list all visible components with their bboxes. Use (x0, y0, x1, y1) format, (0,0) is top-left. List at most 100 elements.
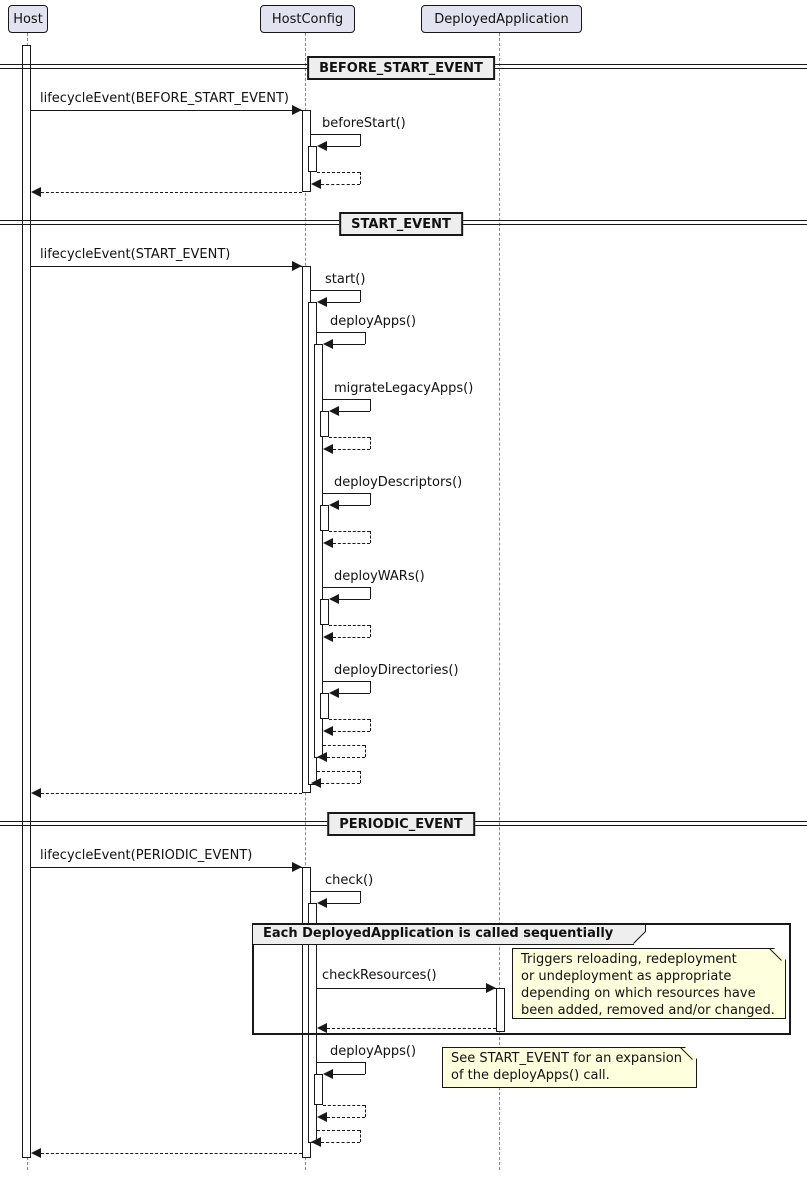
self-return-line (329, 531, 370, 532)
self-call-line (317, 1062, 365, 1063)
return-line-checkresources (327, 1028, 496, 1029)
arrowhead-left (329, 594, 339, 604)
participant-box-deployedapplication: DeployedApplication (421, 5, 582, 33)
arrowhead-left (329, 500, 339, 510)
self-return-line (329, 719, 370, 720)
arrowhead-left (317, 297, 327, 307)
arrowhead-left (329, 688, 339, 698)
note-line: or undeployment as appropriate (521, 969, 732, 984)
divider-label: BEFORE_START_EVENT (319, 60, 483, 76)
self-return-line (333, 449, 370, 450)
self-call-line (339, 505, 370, 506)
self-call-line (327, 146, 360, 147)
self-call-line (370, 493, 371, 505)
arrowhead-left (317, 752, 327, 762)
self-call-line (327, 302, 360, 303)
activation-host (22, 45, 31, 1158)
message-label-deploydescriptors: deployDescriptors() (334, 475, 463, 490)
self-return-line (317, 771, 360, 772)
self-call-line (317, 332, 365, 333)
message-label-start: start() (325, 272, 366, 287)
group-box-sequential (252, 923, 791, 1035)
self-call-line (370, 681, 371, 693)
message-label-deploywars: deployWARs() (334, 569, 425, 584)
divider-start-event: START_EVENT (339, 212, 463, 236)
participant-label-hostconfig: HostConfig (271, 11, 344, 27)
self-call-line (333, 1074, 365, 1075)
self-call-line (311, 134, 360, 135)
self-call-line (311, 891, 360, 892)
self-return-line (323, 745, 365, 746)
return-line-before (36, 192, 302, 193)
self-return-line (360, 172, 361, 184)
self-call-line (339, 411, 370, 412)
arrowhead-left (311, 778, 321, 788)
self-return-line (323, 1105, 365, 1106)
activation-beforestart (308, 146, 317, 172)
activation-deploywars (320, 599, 329, 625)
return-line-start (36, 793, 302, 794)
activation-deployedapplication (496, 988, 505, 1032)
self-return-line (317, 172, 360, 173)
return-line-periodic (36, 1153, 302, 1154)
self-return-line (333, 543, 370, 544)
self-call-line (323, 587, 370, 588)
self-call-line (370, 587, 371, 599)
message-label-lifecycle-periodic: lifecycleEvent(PERIODIC_EVENT) (40, 848, 253, 863)
self-call-line (360, 134, 361, 146)
arrowhead-left (317, 1023, 327, 1033)
self-return-line (321, 184, 360, 185)
arrowhead-left (329, 406, 339, 416)
activation-deploydescriptors (320, 505, 329, 531)
arrowhead-left (31, 1148, 41, 1158)
self-return-line (370, 437, 371, 449)
self-call-line (323, 399, 370, 400)
message-line-lifecycle-start (31, 266, 302, 267)
self-call-line (370, 399, 371, 411)
participant-box-host: Host (8, 5, 48, 33)
self-return-line (370, 531, 371, 543)
activation-deploydirectories (320, 693, 329, 719)
note-line: depending on which resources have (521, 986, 756, 1001)
message-label-check: check() (325, 873, 374, 888)
self-return-line (360, 1130, 361, 1142)
arrowhead-left (31, 187, 41, 197)
note-line: See START_EVENT for an expansion (451, 1051, 682, 1066)
self-return-line (333, 731, 370, 732)
arrowhead-left (323, 632, 333, 642)
group-header-edge (645, 923, 646, 932)
self-call-line (323, 681, 370, 682)
arrowhead-right (292, 261, 302, 271)
message-line-lifecycle-periodic (31, 867, 302, 868)
note-line: been added, removed and/or changed. (521, 1003, 775, 1018)
arrowhead-left (323, 444, 333, 454)
self-return-line (370, 625, 371, 637)
self-call-line (339, 599, 370, 600)
self-return-line (329, 625, 370, 626)
activation-deployapps-periodic (314, 1074, 323, 1105)
group-label: Each DeployedApplication is called seque… (263, 926, 614, 941)
self-call-line (365, 332, 366, 344)
group-header-edge (253, 943, 634, 945)
self-return-line (321, 1142, 360, 1143)
message-line-lifecycle-before (31, 110, 302, 111)
self-return-line (365, 1105, 366, 1117)
divider-before-start-event: BEFORE_START_EVENT (307, 56, 495, 80)
message-label-checkresources: checkResources() (322, 968, 437, 983)
message-label-deploydirectories: deployDirectories() (334, 663, 459, 678)
message-line-checkresources (317, 988, 496, 989)
self-call-line (327, 903, 360, 904)
activation-migratelegacyapps (320, 411, 329, 437)
arrowhead-left (317, 898, 327, 908)
note-line: of the deployApps() call. (451, 1068, 610, 1083)
message-label-deployapps-start: deployApps() (330, 314, 417, 329)
self-return-line (329, 437, 370, 438)
self-return-line (327, 1117, 365, 1118)
lifeline-deployedapplication (499, 33, 500, 1170)
note-check-resources: Triggers reloading, redeployment or unde… (512, 948, 786, 1019)
self-return-line (317, 1130, 360, 1131)
self-return-line (365, 745, 366, 757)
self-call-line (360, 891, 361, 903)
arrowhead-left (323, 339, 333, 349)
